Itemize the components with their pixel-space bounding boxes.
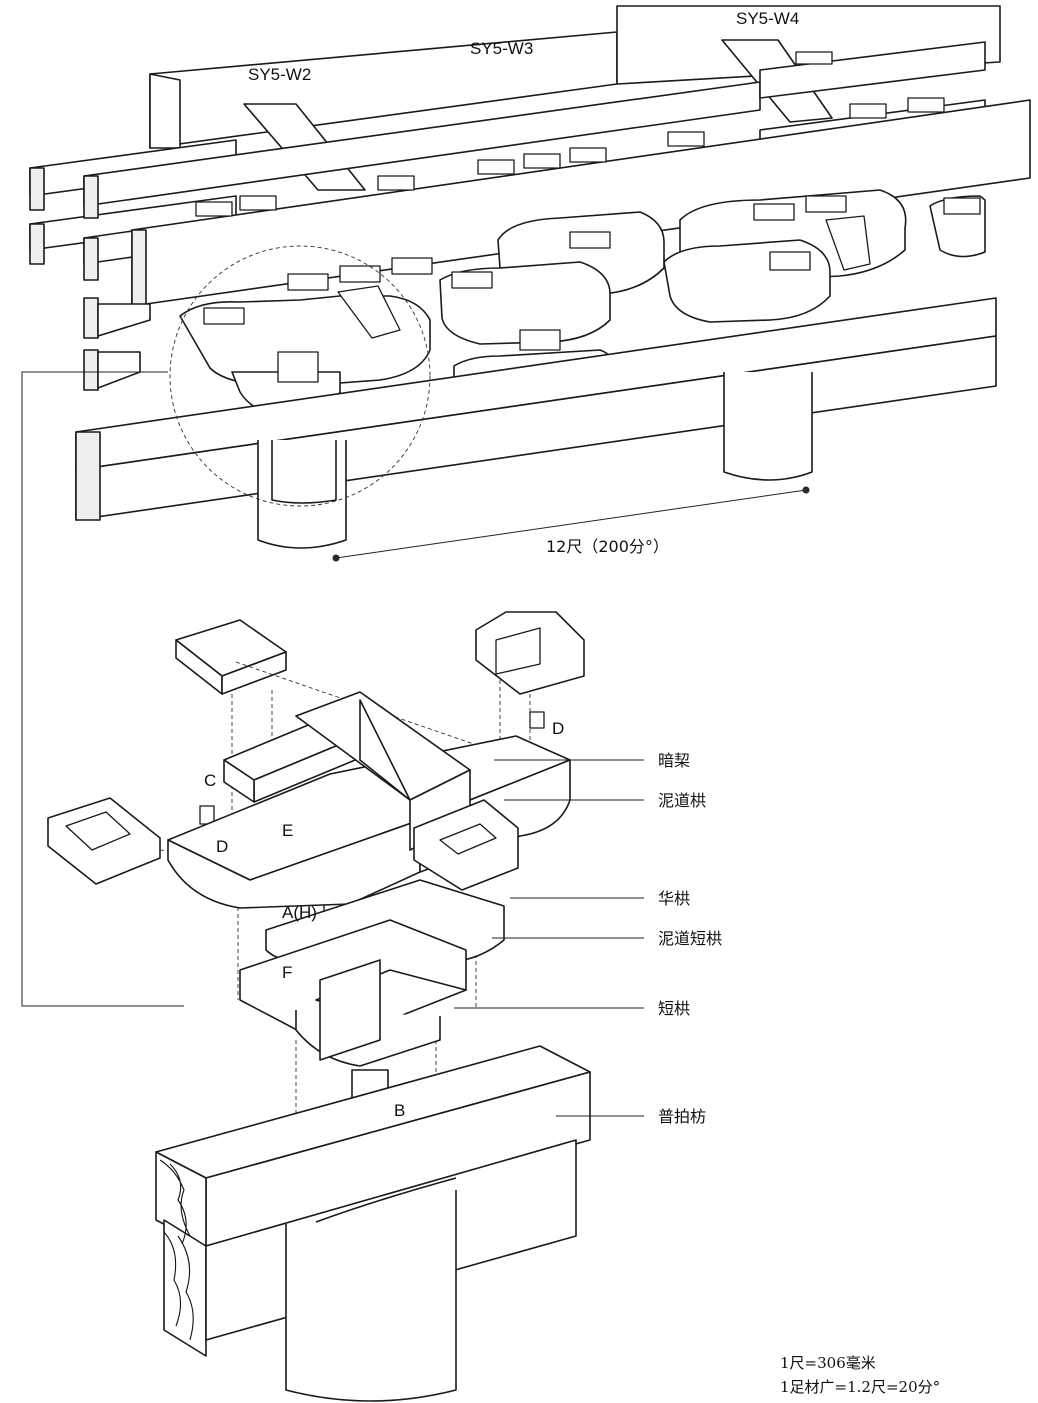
callout-duan-gong: 短栱: [658, 999, 690, 1018]
bay-label-w4: SY5-W4: [736, 9, 799, 28]
top-bracket-assembly: SY5-W2 SY5-W3 SY5-W4 12尺（200分°）: [29, 5, 1031, 562]
callout-anqi: 暗栔: [658, 751, 690, 770]
part-letter-b: B: [394, 1101, 405, 1120]
scale-note-chi: 1尺=306毫米: [780, 1354, 876, 1372]
part-letter-f: F: [282, 963, 292, 982]
callout-nidao-duan-gong: 泥道短栱: [658, 929, 722, 948]
span-dimension-label: 12尺（200分°）: [546, 537, 669, 556]
callout-hua-gong: 华栱: [658, 889, 690, 908]
exploded-bracket: C D E D A(H) F B 暗栔 泥道栱 华栱 泥道短栱 短栱 普拍枋: [47, 611, 722, 1402]
scale-note-cai: 1足材广=1.2尺=20分°: [780, 1378, 940, 1396]
part-letter-c: C: [204, 771, 216, 790]
part-letter-d-lower: D: [216, 837, 228, 856]
callout-pupaifang: 普拍枋: [658, 1107, 706, 1126]
bay-label-w2: SY5-W2: [248, 65, 311, 84]
part-letter-ah: A(H): [282, 903, 317, 922]
callout-nidao-gong: 泥道栱: [658, 791, 706, 810]
part-letter-e: E: [282, 821, 293, 840]
part-letter-d-upper: D: [552, 719, 564, 738]
bay-label-w3: SY5-W3: [470, 39, 533, 58]
detail-connector-line: [21, 371, 184, 1007]
